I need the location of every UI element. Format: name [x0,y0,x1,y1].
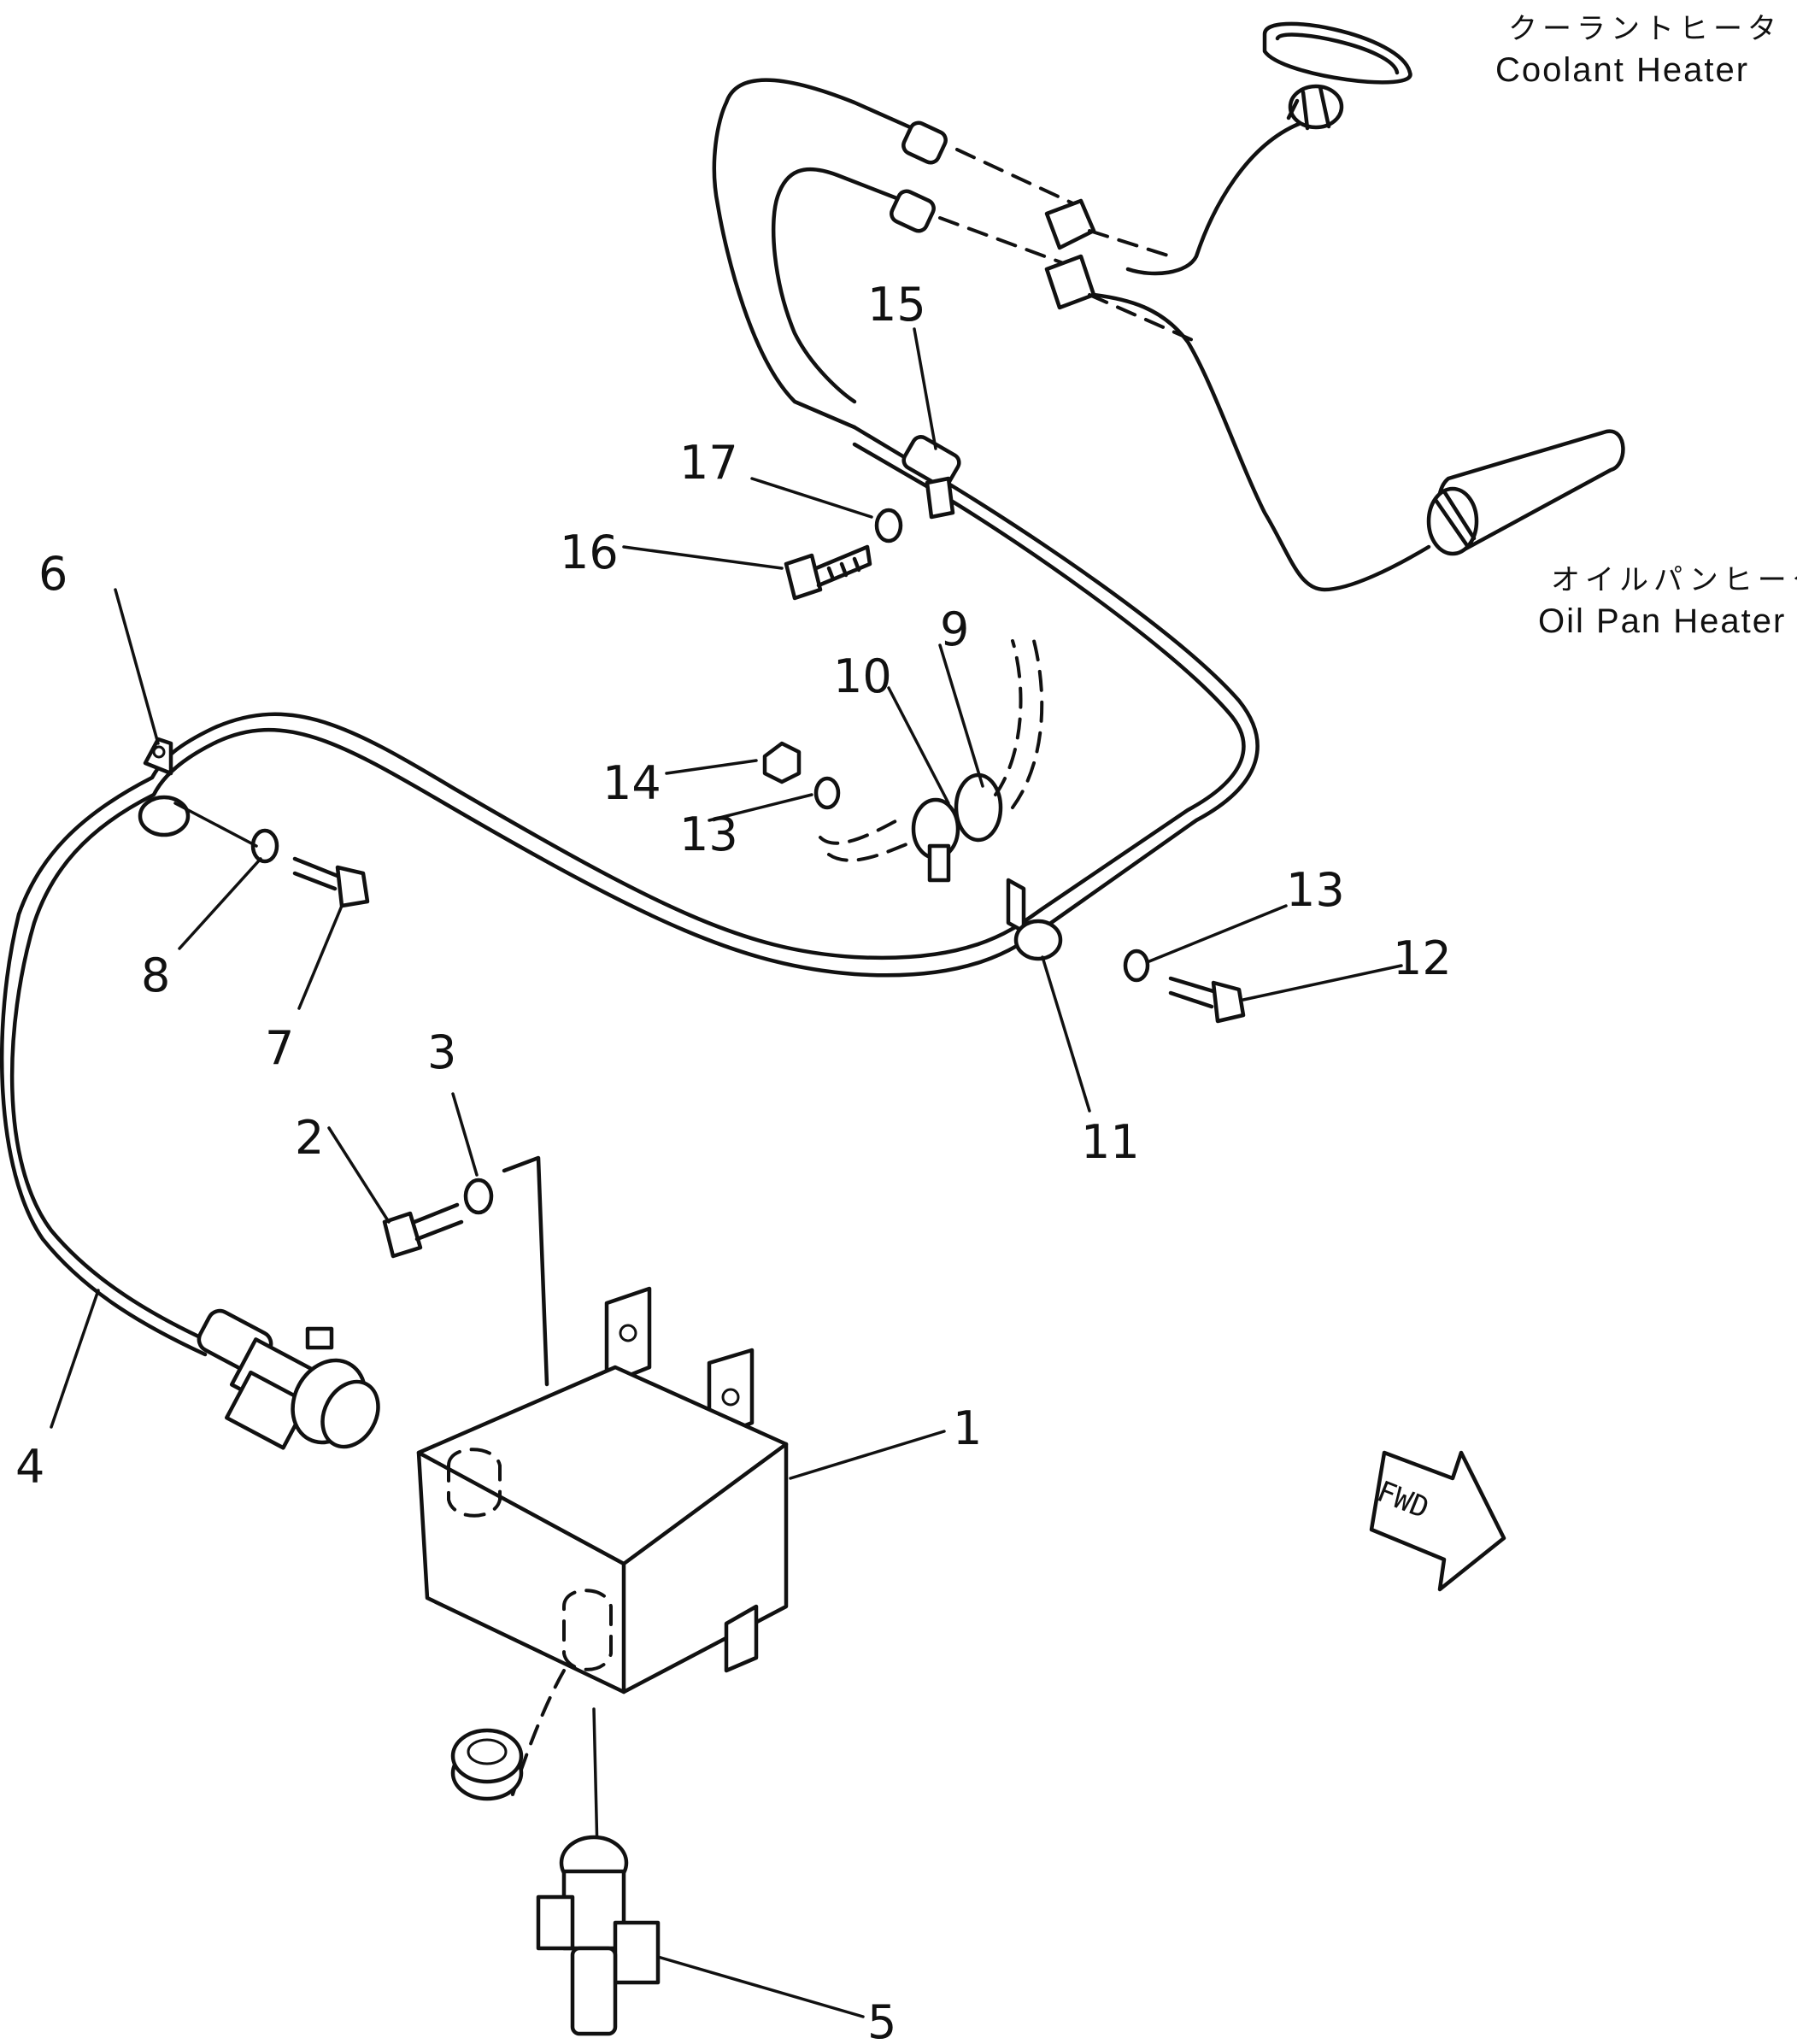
clip-6-icon [138,737,191,837]
washer-17-icon [874,508,903,543]
cap-chain-icon [450,1669,566,1801]
oil-pan-heater-icon [1091,292,1625,592]
leader-lines [50,327,1403,2018]
fwd-arrow-icon: FWD [1369,1450,1506,1592]
callout-5: 5 [867,1995,896,2044]
callout-12: 12 [1393,931,1452,985]
grommet-clip-icon [819,639,1044,883]
callout-4: 4 [15,1440,44,1494]
coolant-heater-label-jp: クーラントヒータ [1508,12,1782,46]
washer-8-icon [250,828,279,864]
bolt-16-icon [784,544,872,601]
oil-pan-heater-label-jp: オイルパンヒータ [1551,563,1797,597]
callout-1: 1 [953,1401,982,1455]
washer-13-icon [813,776,841,810]
nut-14-icon [762,741,802,784]
callout-8: 8 [141,949,170,1002]
callout-16: 16 [560,526,619,579]
callout-3: 3 [427,1025,456,1079]
callout-15: 15 [867,278,926,332]
callout-9: 9 [940,602,969,656]
callout-13-upper: 13 [1286,863,1345,917]
receptacle-box-icon [416,1155,789,1890]
coolant-heater-icon [1125,21,1412,276]
harness-connector-icon [197,1308,380,1450]
callout-7: 7 [265,1021,294,1075]
callout-10: 10 [833,649,892,703]
coolant-heater-label-en: Coolant Heater [1495,51,1749,89]
plug-5-icon [536,1835,661,2036]
callout-14: 14 [602,756,661,810]
bolt-2-icon [382,1202,464,1259]
callout-11: 11 [1081,1115,1140,1169]
heater-wiring [712,78,1198,430]
callout-17: 17 [679,436,738,490]
wiring-harness [0,425,1260,1357]
callout-13-lower: 13 [679,808,738,861]
washer-13b-icon [1123,949,1150,983]
washer-3-icon [463,1178,494,1215]
bolt-7-icon [292,856,370,908]
bolt-12-icon [1168,976,1246,1024]
callout-2: 2 [295,1111,324,1165]
callout-6: 6 [38,547,68,601]
clip-11-icon [1006,878,1063,961]
clip-15-icon [901,435,961,520]
oil-pan-heater-label-en: Oil Pan Heater [1538,602,1786,640]
